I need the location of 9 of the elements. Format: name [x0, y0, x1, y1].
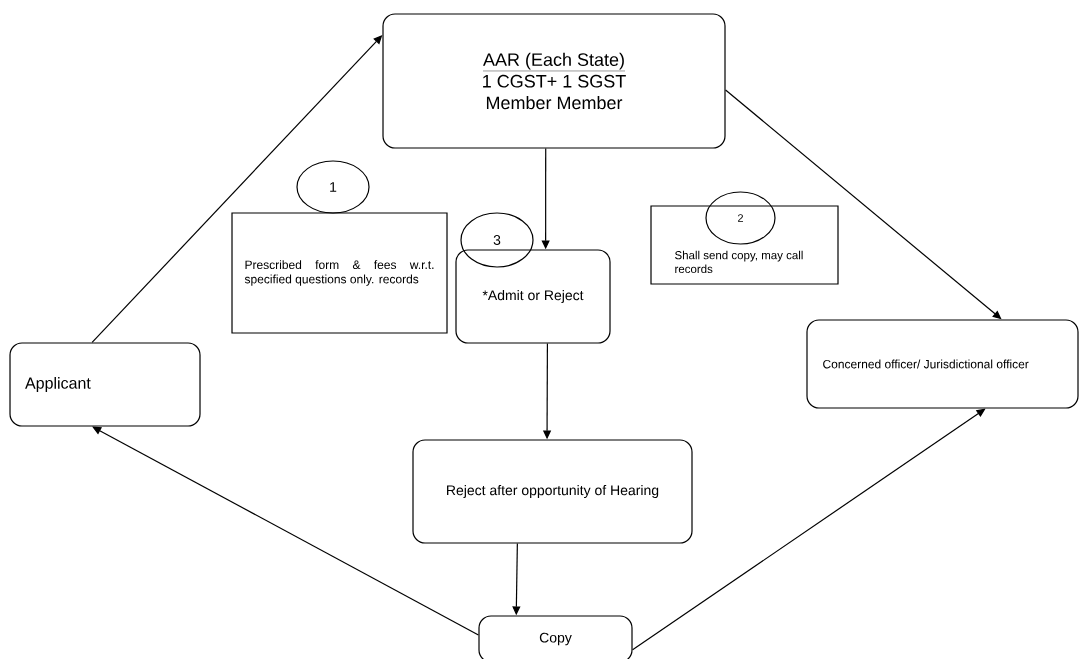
process-box: Copy — [478, 615, 633, 659]
arrow — [725, 89, 1002, 320]
process-box: Reject after opportunity of Hearing — [412, 439, 693, 544]
process-box: Applicant — [9, 342, 201, 427]
arrow — [92, 426, 479, 636]
process-box: Concerned officer/ Jurisdictional officer — [806, 319, 1079, 409]
note-box: Prescribed form & fees w.r.t. specified questions only. records — [231, 212, 448, 334]
process-box: *Admit or Reject — [455, 249, 611, 344]
process-box: AAR (Each State) 1 CGST+ 1 SGST Member Member — [382, 13, 726, 149]
